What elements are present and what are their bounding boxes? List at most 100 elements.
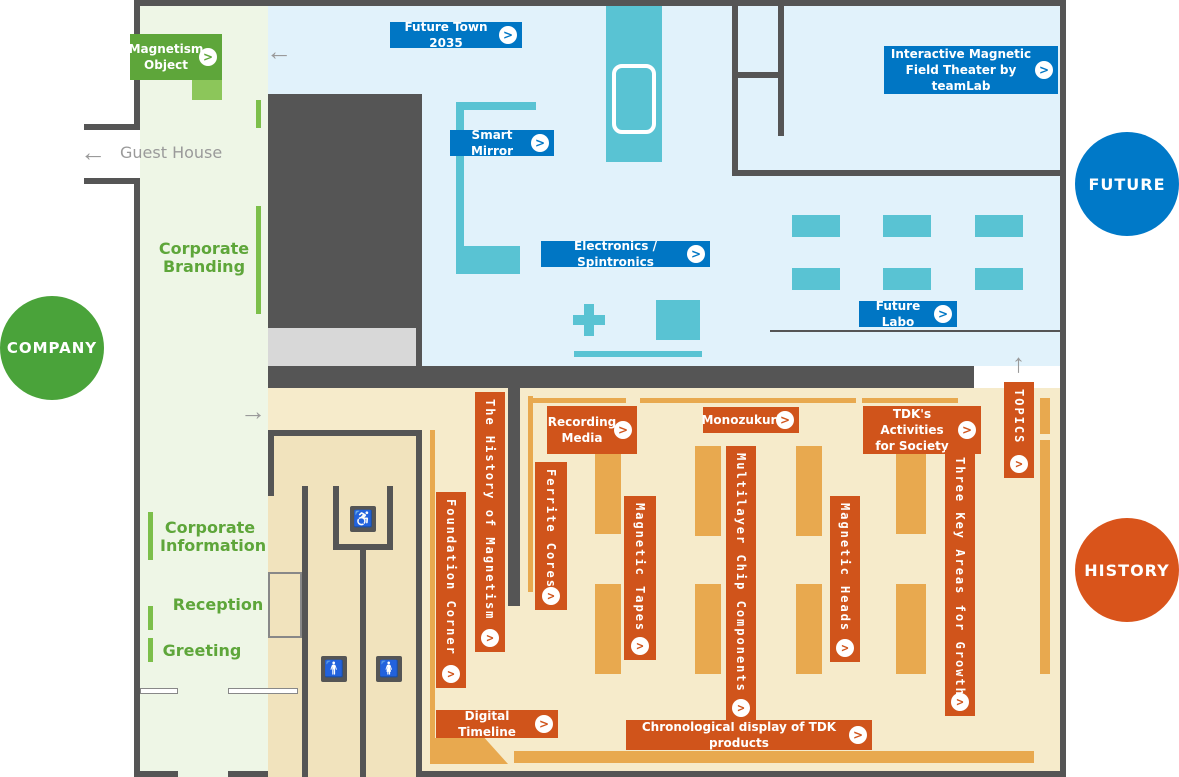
recording-media-label: Recording Media (547, 414, 617, 445)
labo-table-2 (883, 215, 931, 237)
guest-house-label[interactable]: Guest House (120, 143, 223, 162)
three-key-areas-button[interactable]: Three Key Areas for Growth > (945, 450, 975, 716)
chevron-right-icon: > (499, 26, 517, 44)
corporate-information-label[interactable]: Corporate Information (160, 518, 267, 555)
chevron-right-icon: > (542, 587, 560, 605)
history-of-magnetism-label: The History of Magnetism (483, 399, 497, 621)
digital-timeline-button[interactable]: Digital Timeline > (436, 708, 558, 739)
magnetism-object-stand (192, 80, 222, 100)
corridor-wall-bottom (84, 178, 140, 184)
electronics-button[interactable]: Electronics / Spintronics > (541, 238, 710, 269)
history-of-magnetism-button[interactable]: The History of Magnetism > (475, 392, 505, 652)
storage-wall-right (416, 94, 422, 366)
top-rail-2 (640, 398, 856, 403)
smart-mirror-button[interactable]: Smart Mirror > (450, 127, 554, 158)
arrow-icon: ← (80, 137, 106, 167)
theater-inner-room (738, 78, 778, 112)
display-case-2 (595, 584, 621, 674)
theater-button[interactable]: Interactive Magnetic Field Theater by te… (884, 46, 1058, 94)
door-gap-left (140, 688, 178, 694)
man-icon: 🚹 (321, 656, 347, 682)
smart-mirror-label: Smart Mirror (470, 127, 514, 158)
corridor-wall-top (84, 124, 140, 130)
greeting-bar (148, 638, 153, 662)
square-exhibit (656, 300, 700, 340)
chevron-right-icon: > (199, 48, 217, 66)
theater-inner-top (732, 72, 782, 78)
magnetic-tapes-label: Magnetic Tapes (633, 503, 647, 633)
recording-media-button[interactable]: Recording Media > (547, 406, 637, 454)
chronological-button[interactable]: Chronological display of TDK products > (626, 720, 872, 750)
topics-button[interactable]: TOPICS > (1004, 382, 1034, 478)
arrow-icon: ← (266, 36, 292, 66)
accessible-room (333, 486, 393, 550)
magnetism-object-button[interactable]: Magnetism Object > (128, 34, 222, 80)
left-rail (430, 430, 435, 740)
digital-timeline-label: Digital Timeline (458, 708, 516, 739)
chevron-right-icon: > (732, 699, 750, 717)
display-case-3 (695, 446, 721, 536)
theater-wall-bottom (732, 170, 1060, 176)
ferrite-cores-label: Ferrite Cores (544, 469, 558, 589)
corporate-branding-label[interactable]: Corporate Branding (158, 239, 250, 276)
restroom-wall-inner1 (302, 486, 308, 777)
chevron-right-icon: > (481, 629, 499, 647)
company-zone-badge[interactable]: COMPANY (0, 296, 104, 400)
future-town-button[interactable]: Future Town 2035 > (390, 19, 522, 50)
wall-left-lower (134, 178, 140, 777)
display-case-6 (796, 584, 822, 674)
greeting-label[interactable]: Greeting (162, 641, 242, 660)
multilayer-button[interactable]: Multilayer Chip Components > (726, 446, 756, 722)
information-bar (148, 512, 153, 560)
storage-block (268, 94, 422, 328)
magnetic-tapes-button[interactable]: Magnetic Tapes > (624, 496, 656, 660)
electronics-label: Electronics / Spintronics (574, 238, 657, 269)
chevron-right-icon: > (958, 421, 976, 439)
wheelchair-icon: ♿ (350, 506, 376, 532)
foundation-corner-label: Foundation Corner (444, 499, 458, 656)
magnetic-heads-button[interactable]: Magnetic Heads > (830, 496, 860, 662)
wall-top (134, 0, 1066, 6)
chevron-right-icon: > (849, 726, 867, 744)
chevron-right-icon: > (951, 693, 969, 711)
bottom-rail (514, 751, 1034, 763)
right-rail-1 (1040, 398, 1050, 434)
arrow-icon: ↑ (1012, 348, 1025, 378)
chevron-right-icon: > (614, 421, 632, 439)
plus-exhibit-h (573, 315, 605, 325)
wall-divider (268, 366, 974, 388)
foundation-corner-button[interactable]: Foundation Corner > (436, 492, 466, 688)
chevron-right-icon: > (531, 134, 549, 152)
theater-inner-right (778, 6, 784, 136)
future-labo-button[interactable]: Future Labo > (859, 299, 957, 329)
display-case-5 (796, 446, 822, 536)
display-case-4 (695, 584, 721, 674)
door-gap-right (228, 688, 298, 694)
multilayer-label: Multilayer Chip Components (734, 453, 748, 693)
magnetism-object-label: Magnetism Object (128, 41, 204, 72)
display-case-8 (896, 584, 926, 674)
chevron-right-icon: > (1035, 61, 1053, 79)
future-labo-line (770, 330, 1060, 332)
display-case-1 (595, 452, 621, 534)
ferrite-cores-button[interactable]: Ferrite Cores > (535, 462, 567, 610)
monozukuri-button[interactable]: Monozukuri > (701, 407, 799, 433)
labo-table-6 (975, 268, 1023, 290)
magnetic-heads-label: Magnetic Heads (838, 503, 852, 633)
chevron-right-icon: > (535, 715, 553, 733)
rail-near-pillar (528, 396, 533, 592)
tdk-activities-button[interactable]: TDK's Activities for Society > (863, 406, 981, 454)
woman-icon: 🚺 (376, 656, 402, 682)
future-town-screen (612, 64, 656, 134)
future-zone-badge[interactable]: FUTURE (1075, 132, 1179, 236)
reception-label[interactable]: Reception (172, 595, 264, 614)
future-town-label: Future Town 2035 (404, 19, 488, 50)
company-floor (140, 6, 268, 777)
bench-exhibit (574, 351, 702, 357)
stair-lines (268, 572, 302, 638)
history-zone-badge[interactable]: HISTORY (1075, 518, 1179, 622)
smart-mirror-top (456, 102, 536, 110)
top-rail-1 (532, 398, 626, 403)
chevron-right-icon: > (934, 305, 952, 323)
tdk-activities-label: TDK's Activities for Society (875, 406, 949, 454)
